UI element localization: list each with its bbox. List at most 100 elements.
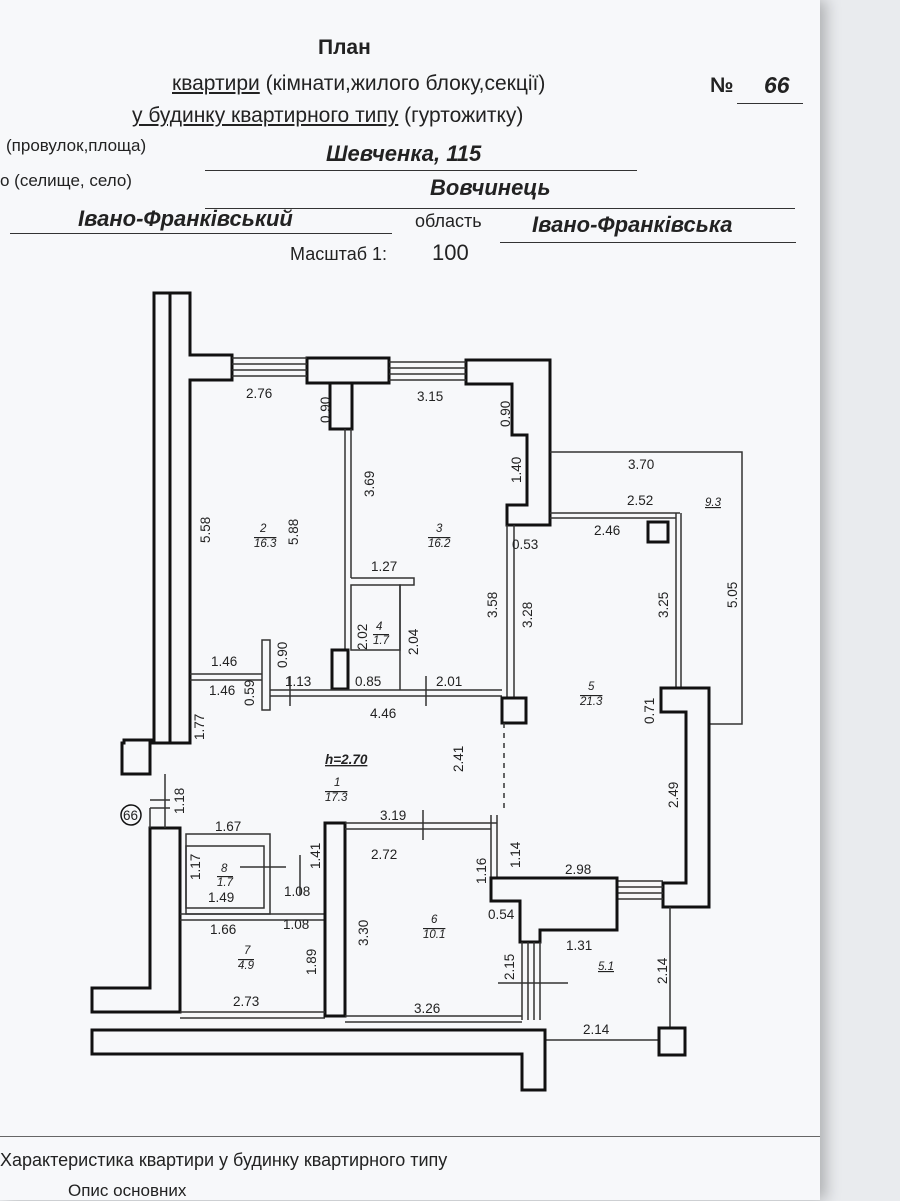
- room-7-number: 7: [244, 945, 251, 957]
- balcony-area: 9.3: [705, 497, 722, 509]
- dim: 2.52: [627, 493, 653, 508]
- apartment-marker: [120, 804, 142, 826]
- dim: 2.14: [655, 957, 670, 984]
- dim: 1.77: [192, 714, 207, 740]
- dim: 0.71: [642, 698, 657, 724]
- city-label: о (селище, село): [0, 171, 132, 190]
- street-value: Шевченка, 115: [326, 141, 482, 166]
- room-3-area: 16.2: [428, 538, 451, 550]
- dim: 1.08: [284, 884, 310, 899]
- street-underline: [205, 170, 637, 171]
- dim: 2.14: [583, 1022, 610, 1037]
- dim: 5.88: [286, 519, 301, 545]
- dim: 1.46: [211, 654, 237, 669]
- subtitle-1-rest: (кімнати,жилого блоку,секції): [259, 72, 546, 95]
- dim: 1.13: [285, 674, 311, 689]
- dim: 3.70: [628, 457, 654, 472]
- region-value: Івано-Франківська: [532, 212, 733, 237]
- dim: 0.90: [275, 642, 290, 668]
- dim: 1.66: [210, 922, 236, 937]
- room-4-area: 1.7: [373, 635, 390, 647]
- scale-label: Масштаб 1:: [290, 244, 388, 264]
- dim: 1.14: [508, 841, 523, 868]
- wall-top-pier: [328, 381, 354, 431]
- subtitle-2-rest: (гуртожитку): [398, 104, 524, 127]
- dim: 2.98: [565, 862, 591, 877]
- room-1-area: 17.3: [325, 792, 348, 804]
- dim: 0.90: [318, 397, 333, 423]
- dim: 0.54: [488, 907, 515, 922]
- city-underline: [205, 208, 795, 209]
- dim: 1.67: [215, 819, 241, 834]
- dim: 3.19: [380, 808, 406, 823]
- doc-title: План: [318, 36, 371, 59]
- room-8-area: 1.7: [217, 877, 234, 889]
- dim: 1.27: [371, 559, 397, 574]
- dim: 2.01: [436, 674, 462, 689]
- room-8-number: 8: [221, 863, 228, 875]
- dim: 5.58: [198, 517, 213, 543]
- scale-value: 100: [432, 240, 469, 265]
- dim: 1.18: [172, 788, 187, 814]
- footer-caption: Характеристика квартири у будинку кварти…: [0, 1150, 448, 1170]
- wall-bottom: [90, 1028, 547, 1092]
- dim: 3.69: [362, 471, 377, 497]
- dim: 0.85: [355, 674, 381, 689]
- dim: 2.04: [406, 628, 421, 655]
- dim: 3.58: [485, 592, 500, 618]
- stairs-loggia: [521, 942, 541, 1020]
- dim: 2.02: [355, 624, 370, 650]
- wall-room-6-left: [323, 821, 347, 1018]
- dim: 4.46: [370, 706, 396, 721]
- dim: 0.59: [242, 680, 257, 706]
- dim: 1.49: [208, 890, 234, 905]
- subtitle-2-underlined: у будинку квартирного типу: [132, 104, 399, 127]
- subtitle-1-underlined: квартири: [172, 72, 260, 95]
- loggia-column: [657, 1026, 687, 1057]
- dim: 5.05: [725, 582, 740, 608]
- wall-left-inner: [168, 291, 234, 745]
- dim: 2.73: [233, 994, 259, 1009]
- room-7-area: 4.9: [238, 960, 255, 972]
- wall-right: [659, 686, 711, 909]
- district-underline: [10, 233, 392, 234]
- dim: 3.28: [520, 602, 535, 628]
- loggia-area: 5.1: [598, 961, 614, 973]
- dim: 2.49: [666, 782, 681, 808]
- room-2-number: 2: [259, 523, 267, 535]
- doc-subtitle-1: квартири (кімнати,жилого блоку,секції): [172, 72, 545, 96]
- dim: 2.76: [246, 386, 272, 401]
- dim: 2.46: [594, 523, 620, 538]
- number-value: 66: [764, 72, 790, 98]
- dim: 3.30: [356, 920, 371, 946]
- room-3-number: 3: [436, 523, 443, 535]
- floor-plan: 66 2.76 0.90 3.15 0.90 5.58 5.88 3.69 1.…: [90, 291, 743, 1092]
- room-2-area: 16.3: [254, 538, 277, 550]
- dim: 2.15: [502, 954, 517, 980]
- dim: 0.53: [512, 537, 538, 552]
- dim: 2.41: [451, 746, 466, 772]
- wall-left-outer: [120, 291, 172, 776]
- dim: 1.41: [308, 843, 323, 869]
- dim: 3.26: [414, 1001, 440, 1016]
- wall-top-1: [305, 356, 391, 385]
- dim: 3.25: [656, 592, 671, 618]
- doc-subtitle-2: у будинку квартирного типу (гуртожитку): [132, 104, 523, 128]
- window-right: [617, 880, 663, 900]
- ceiling-height-label: h=2.70: [325, 752, 368, 767]
- city-value: Вовчинець: [430, 175, 551, 200]
- room-5-number: 5: [588, 681, 595, 693]
- street-label: (провулок,площа): [6, 136, 147, 155]
- dim: 3.15: [417, 389, 443, 404]
- room-4-number: 4: [376, 621, 382, 633]
- district-value: Івано-Франківський: [78, 206, 293, 231]
- pier-3-5: [500, 696, 528, 725]
- dim: 1.17: [188, 854, 203, 880]
- dim: 1.08: [283, 917, 309, 932]
- dim: 1.16: [474, 858, 489, 884]
- dim: 1.89: [304, 949, 319, 975]
- footer-table-header: Опис основних: [68, 1181, 187, 1200]
- wall-left-lower: [90, 826, 182, 1014]
- window-top-left: [232, 357, 307, 377]
- dim: 1.40: [509, 457, 524, 483]
